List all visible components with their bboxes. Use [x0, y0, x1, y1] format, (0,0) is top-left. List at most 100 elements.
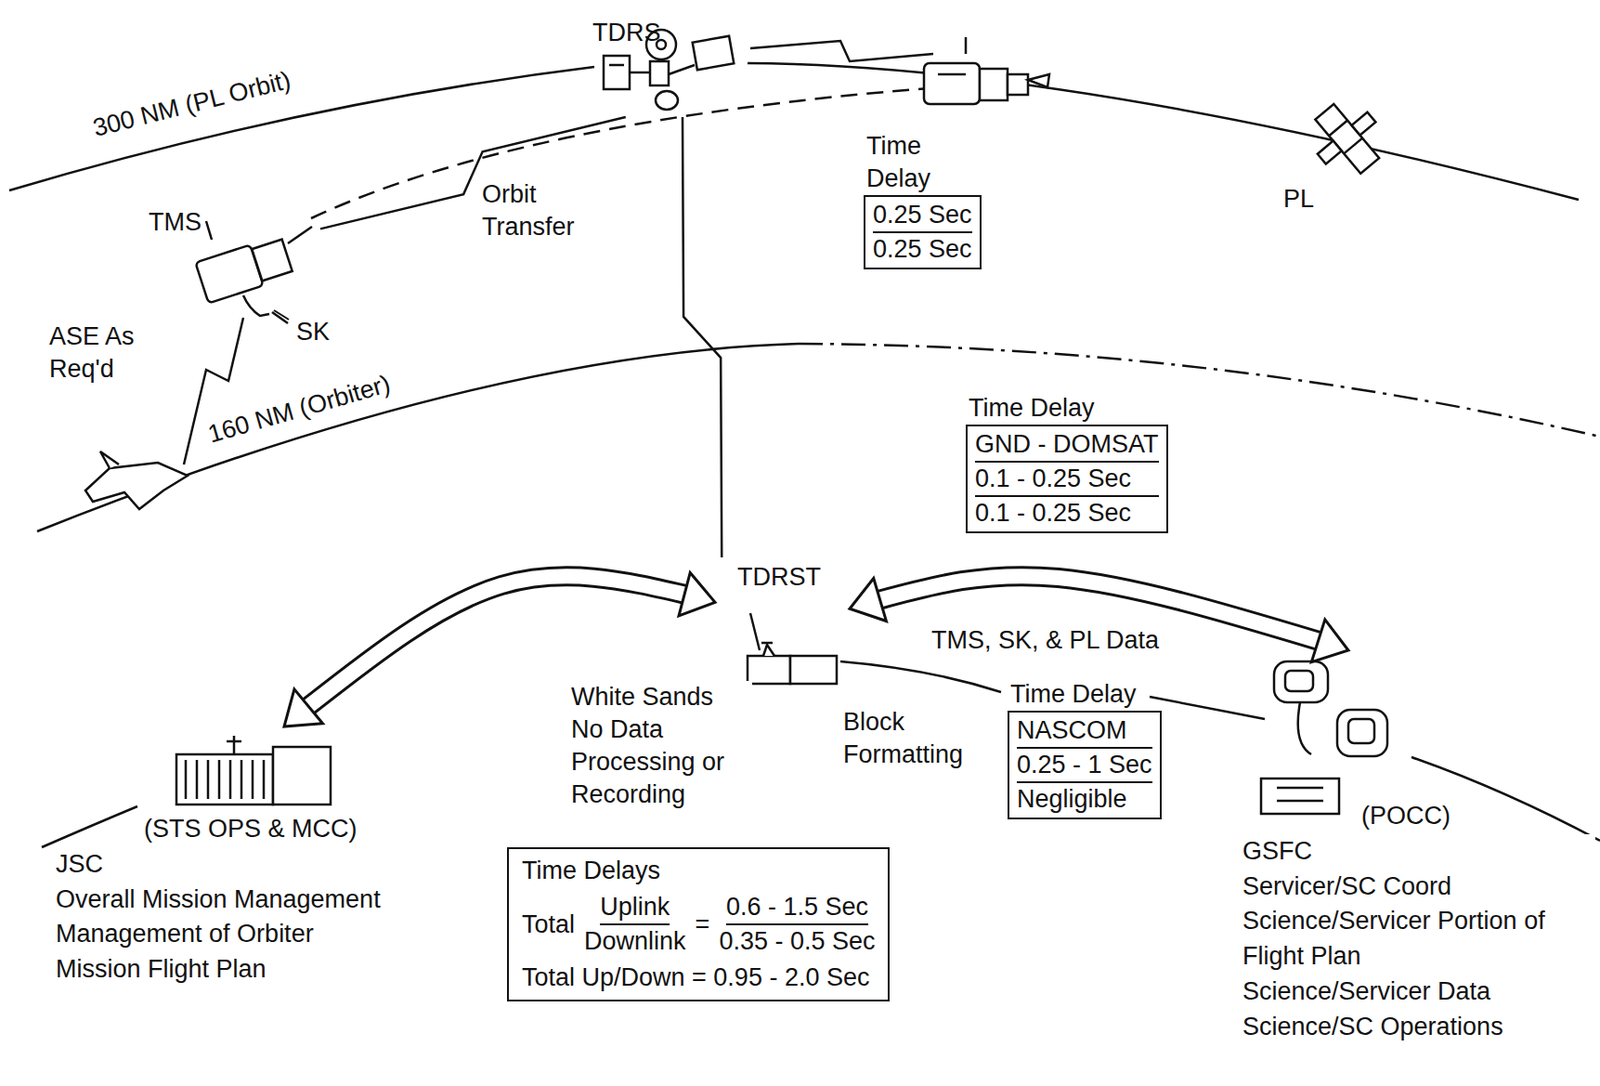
diagram-label: 160 NM (Orbiter) [201, 366, 397, 452]
ground-line [840, 661, 1002, 692]
diagram-node: TDRST [715, 557, 850, 686]
servicer-spacecraft [1007, 74, 1028, 95]
jsc-building [226, 740, 242, 743]
ground-station [747, 655, 791, 684]
orbit-dashdot-line [798, 343, 1600, 437]
jsc-building [273, 746, 331, 805]
data-flow-arrow [849, 575, 1349, 663]
diagram-label: White Sands No Data Processing or Record… [568, 680, 753, 811]
responsibility-line: JSC [55, 846, 437, 883]
gsfc-consoles [1298, 702, 1312, 755]
payload-satellite [1328, 120, 1348, 137]
radio-link [682, 117, 722, 558]
gsfc-consoles [1337, 709, 1388, 756]
jsc-building [176, 735, 331, 805]
fraction: 0.6 - 1.5 Sec0.35 - 0.5 Sec [718, 890, 875, 958]
diagram-node: Time DelaysTotalUplinkDownlink=0.6 - 1.5… [507, 846, 890, 1002]
diagram-node: TMS [148, 206, 321, 320]
payload-satellite [1343, 138, 1363, 155]
servicer-spacecraft [937, 73, 966, 77]
facility-name: (POCC) [1361, 798, 1451, 834]
servicer-spacecraft [923, 37, 1050, 105]
payload-satellite [1300, 91, 1395, 187]
tdrs-satellite [650, 61, 669, 86]
fraction-bottom: Downlink [584, 924, 687, 958]
equation-row: TotalUplinkDownlink=0.6 - 1.5 Sec0.35 - … [521, 890, 875, 958]
responsibility-line: Science/Servicer Data [1242, 974, 1596, 1010]
diagram-node: (STS OPS & MCC)JSCOverall Mission Manage… [55, 726, 437, 988]
fraction: UplinkDownlink [584, 890, 687, 958]
diagram-label: ASE As Req'd [46, 320, 162, 386]
tms-vehicle [287, 226, 313, 244]
tdrs-satellite [668, 65, 695, 75]
arrowhead [678, 572, 716, 615]
gsfc-consoles [1261, 661, 1388, 814]
ground-line [1149, 696, 1265, 719]
facility-name: (STS OPS & MCC) [143, 811, 358, 847]
tdrs-satellite [609, 64, 625, 67]
radio-link [183, 40, 934, 465]
equals-sign: = [695, 908, 711, 941]
delay-box: NASCOM0.25 - 1 SecNegligible [1007, 710, 1162, 820]
box-heading: Time Delay [1007, 677, 1140, 711]
delay-value: Negligible [1016, 782, 1153, 816]
responsibility-line: Servicer/SC Coord [1242, 869, 1596, 905]
fraction-bottom: 0.35 - 0.5 Sec [718, 924, 875, 958]
delay-box: GND - DOMSAT0.1 - 0.25 Sec0.1 - 0.25 Sec [965, 424, 1169, 534]
responsibility-line: GSFC [1242, 833, 1596, 870]
transfer-line [311, 88, 929, 219]
station-label: TDRS [592, 16, 748, 50]
ground-line [41, 806, 138, 847]
delay-value: GND - DOMSAT [975, 428, 1159, 463]
fraction-top: 0.6 - 1.5 Sec [726, 890, 869, 925]
tms-vehicle [243, 295, 270, 316]
delay-value: 0.25 Sec [872, 198, 973, 234]
tdrs-satellite [603, 55, 630, 90]
tdrs-satellite [655, 91, 678, 110]
diagram-node: Time DelayGND - DOMSAT0.1 - 0.25 Sec0.1 … [965, 391, 1169, 534]
gsfc-consoles [1285, 670, 1314, 691]
tdrs-satellite [692, 36, 735, 70]
gsfc-consoles [1276, 786, 1324, 790]
delay-value: 0.25 - 1 Sec [1016, 748, 1153, 783]
orbiter [85, 451, 188, 509]
servicer-spacecraft [979, 68, 1008, 101]
leader-line [273, 310, 289, 320]
diagram-node: (POCC)GSFCServicer/SC CoordScience/Servi… [1242, 650, 1596, 1045]
diagram-label: SK [293, 315, 333, 349]
ground-station [747, 612, 837, 684]
jsc-building [233, 735, 236, 755]
payload-satellite [1352, 112, 1377, 136]
orbiter [100, 451, 119, 469]
delay-value: 0.1 - 0.25 Sec [975, 462, 1159, 497]
arrowhead [849, 578, 886, 622]
servicer-spacecraft [1027, 74, 1050, 88]
arrowhead [284, 689, 323, 727]
diagram-label: 300 NM (PL Orbit) [87, 63, 298, 145]
jsc-building [176, 754, 274, 805]
payload-satellite [1317, 141, 1342, 165]
diagram-node: PL [1270, 102, 1410, 216]
tms-vehicle [195, 221, 313, 324]
servicer-spacecraft [923, 63, 980, 105]
diagram-node: Time DelayNASCOM0.25 - 1 SecNegligible [1007, 677, 1162, 820]
ground-station [790, 655, 837, 684]
tdrs-satellite [629, 71, 651, 75]
diagram-node: Time Delay0.25 Sec0.25 Sec [863, 130, 982, 270]
leader-line [273, 310, 289, 320]
box-heading: Time Delay [863, 130, 953, 196]
responsibility-line: Management of Orbiter [55, 916, 437, 952]
servicer-spacecraft [964, 37, 968, 54]
arrowhead [1311, 619, 1349, 663]
total-value: Total Up/Down = 0.95 - 2.0 Sec [521, 961, 875, 994]
gsfc-consoles [1276, 799, 1324, 803]
responsibility-line: Mission Flight Plan [55, 951, 437, 988]
gsfc-consoles [1261, 778, 1340, 814]
delay-value: NASCOM [1016, 714, 1153, 749]
orbit-line [747, 63, 1579, 200]
box-heading: Time Delays [521, 854, 875, 887]
orbiter [85, 462, 188, 509]
diagram-node: TDRS [585, 13, 748, 118]
radio-link [750, 40, 934, 62]
